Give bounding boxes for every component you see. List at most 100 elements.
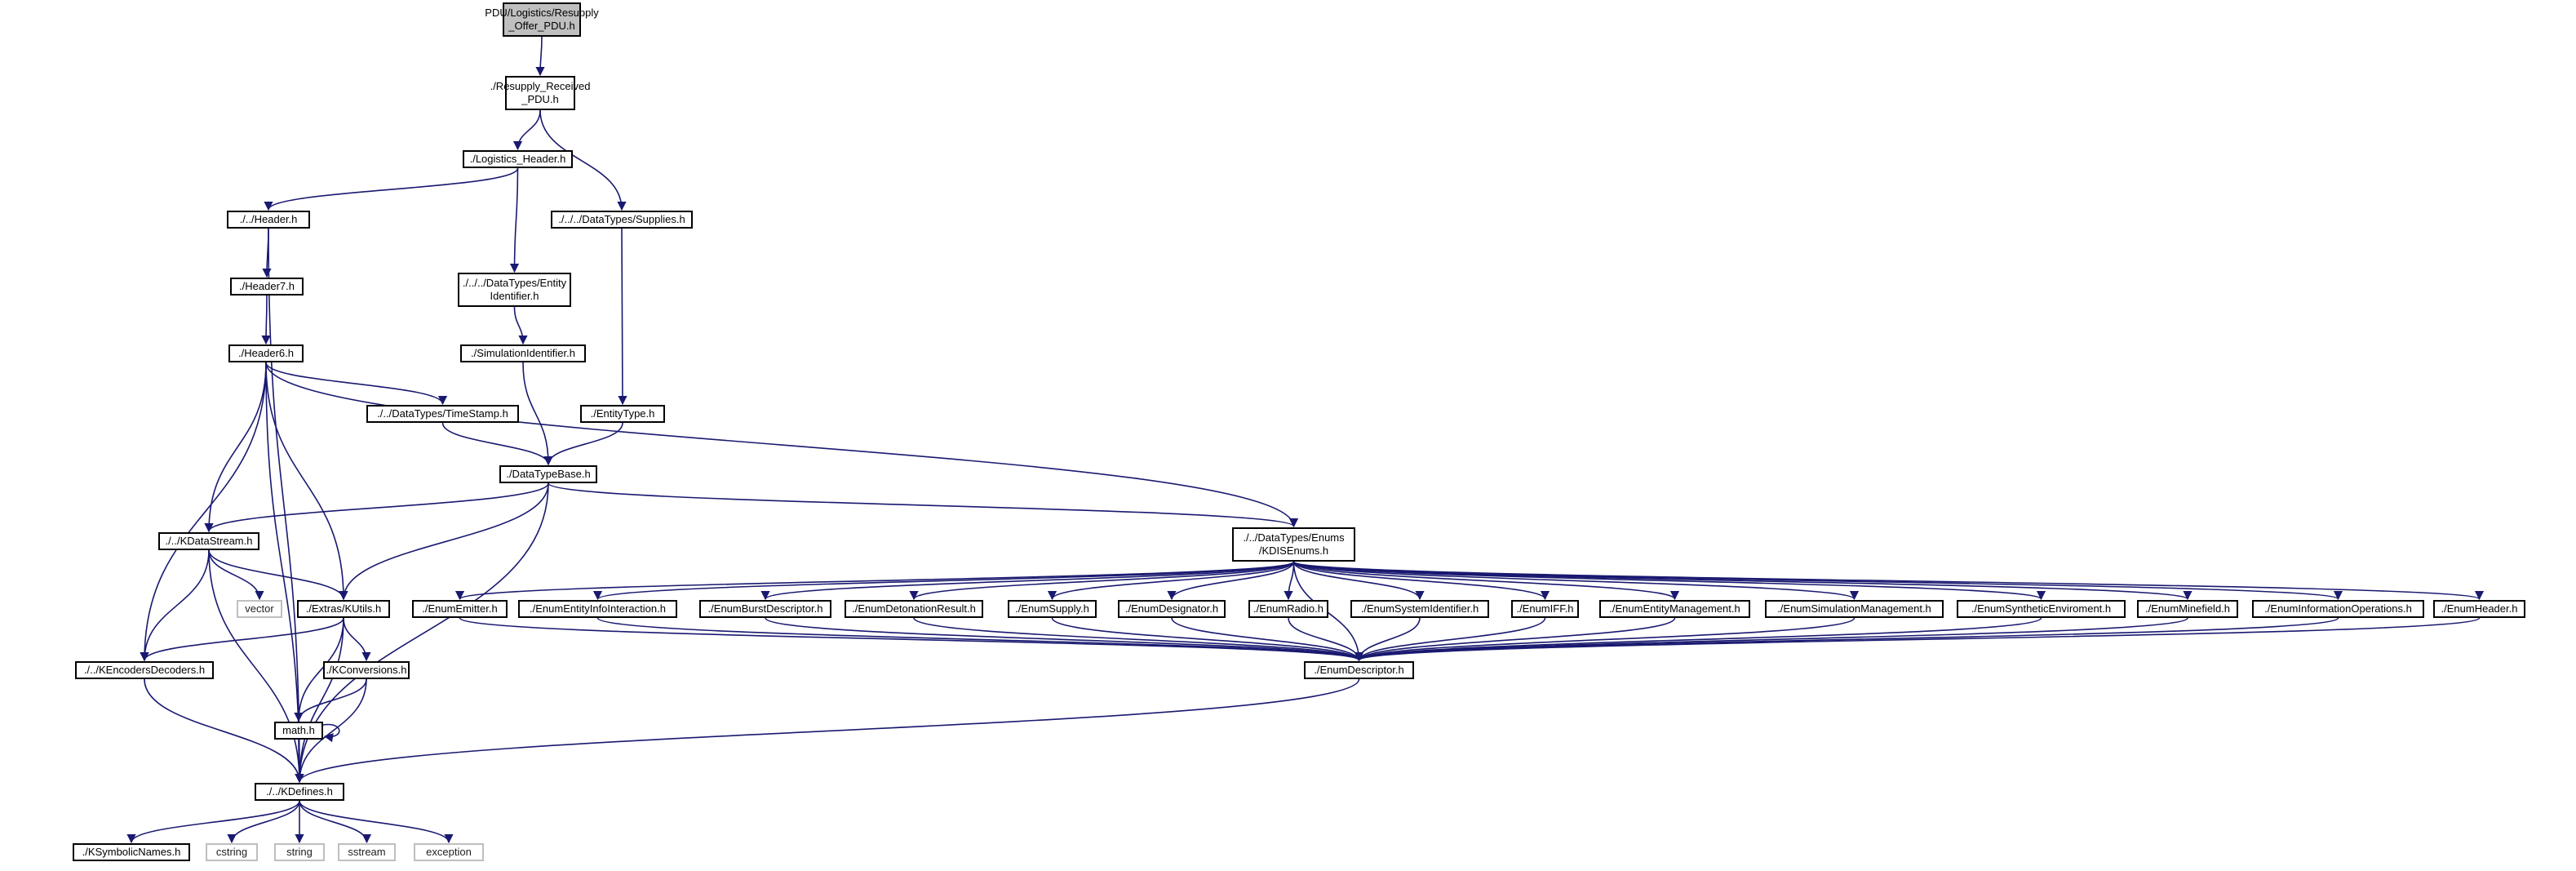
include-edge bbox=[760, 561, 1295, 601]
file-node[interactable]: math.h bbox=[274, 722, 323, 740]
file-node[interactable]: ./EnumSimulationManagement.h bbox=[1765, 600, 1944, 618]
include-edge bbox=[1355, 617, 2042, 662]
include-edge bbox=[596, 617, 1363, 662]
include-edge bbox=[1355, 617, 1676, 662]
file-node[interactable]: ./../../DataTypes/Entity Identifier.h bbox=[458, 273, 571, 307]
file-node[interactable]: ./EnumSyntheticEnviroment.h bbox=[1957, 600, 2126, 618]
include-edge bbox=[1292, 561, 1425, 601]
include-edge bbox=[618, 228, 627, 406]
file-node[interactable]: ./EnumHeader.h bbox=[2433, 600, 2525, 618]
include-edge bbox=[322, 723, 340, 743]
include-edge bbox=[913, 617, 1363, 662]
file-node[interactable]: ./Extras/KUtils.h bbox=[297, 600, 390, 618]
include-edge bbox=[268, 228, 304, 784]
include-edge bbox=[1048, 561, 1295, 601]
include-edge bbox=[539, 109, 627, 211]
file-node[interactable]: ./EnumEntityInfoInteraction.h bbox=[518, 600, 677, 618]
include-edge bbox=[261, 295, 271, 345]
file-node[interactable]: ./../KDefines.h bbox=[255, 783, 344, 801]
include-edge bbox=[299, 800, 454, 844]
include-edge bbox=[1355, 617, 1856, 662]
file-node[interactable]: ./DataTypeBase.h bbox=[499, 465, 597, 483]
include-edge bbox=[535, 36, 545, 77]
file-node[interactable]: ./../Header.h bbox=[227, 211, 310, 229]
include-edge bbox=[295, 482, 549, 784]
file-node[interactable]: ./EnumBurstDescriptor.h bbox=[699, 600, 831, 618]
file-node[interactable]: ./EnumSystemIdentifier.h bbox=[1350, 600, 1489, 618]
include-edge bbox=[294, 617, 344, 722]
include-edge bbox=[294, 678, 367, 722]
file-node[interactable]: ./EnumMinefield.h bbox=[2137, 600, 2238, 618]
system-header-node: vector bbox=[237, 600, 282, 618]
include-edge bbox=[140, 362, 267, 662]
file-node[interactable]: ./EnumDetonationResult.h bbox=[845, 600, 983, 618]
include-edge bbox=[343, 617, 371, 662]
include-edge bbox=[208, 549, 348, 601]
include-edge bbox=[295, 678, 1360, 784]
include-edge bbox=[1355, 617, 2481, 662]
include-edge bbox=[1167, 561, 1295, 601]
file-node[interactable]: ./KSymbolicNames.h bbox=[73, 843, 190, 861]
include-edge bbox=[1292, 561, 2192, 601]
file-node[interactable]: ./EnumRadio.h bbox=[1248, 600, 1328, 618]
file-node[interactable]: ./EnumEmitter.h bbox=[412, 600, 508, 618]
file-node[interactable]: ./../../DataTypes/Supplies.h bbox=[551, 211, 693, 229]
file-node[interactable]: ./Logistics_Header.h bbox=[463, 150, 573, 168]
file-node[interactable]: ./EntityType.h bbox=[580, 405, 665, 423]
include-edge bbox=[455, 561, 1295, 601]
include-edge bbox=[909, 561, 1295, 601]
file-node[interactable]: ./EnumSupply.h bbox=[1008, 600, 1097, 618]
include-edge bbox=[265, 362, 1298, 528]
include-edge bbox=[140, 617, 344, 662]
file-node[interactable]: ./EnumDesignator.h bbox=[1118, 600, 1226, 618]
include-edge bbox=[264, 167, 519, 211]
include-edge bbox=[1292, 561, 1550, 601]
include-edge bbox=[299, 800, 372, 844]
include-edge bbox=[339, 482, 549, 601]
include-edge bbox=[1292, 561, 2484, 601]
include-edge bbox=[144, 678, 304, 784]
file-node[interactable]: ./EnumInformationOperations.h bbox=[2252, 600, 2424, 618]
include-edge bbox=[459, 617, 1363, 662]
root-file-node[interactable]: PDU/Logistics/Resupply _Offer_PDU.h bbox=[485, 2, 599, 37]
include-edge bbox=[204, 362, 267, 533]
file-node[interactable]: ./../DataTypes/Enums /KDISEnums.h bbox=[1232, 527, 1355, 562]
include-edge bbox=[265, 362, 348, 601]
file-node[interactable]: ./Header7.h bbox=[230, 278, 304, 296]
include-edge bbox=[208, 549, 264, 601]
include-edge bbox=[548, 482, 1298, 528]
include-edge bbox=[265, 362, 304, 784]
file-node[interactable]: ./EnumIFF.h bbox=[1511, 600, 1579, 618]
file-node[interactable]: ./../KDataStream.h bbox=[158, 532, 259, 550]
include-edge bbox=[1355, 617, 2339, 662]
include-edge bbox=[126, 800, 300, 844]
file-node[interactable]: ./SimulationIdentifier.h bbox=[460, 344, 586, 362]
include-edge bbox=[441, 422, 553, 466]
include-edge bbox=[1292, 561, 2343, 601]
include-edge bbox=[509, 167, 520, 273]
file-node[interactable]: ./../KEncodersDecoders.h bbox=[75, 661, 214, 679]
file-node[interactable]: ./EnumDescriptor.h bbox=[1304, 661, 1414, 679]
include-edge bbox=[593, 561, 1295, 601]
system-header-node: exception bbox=[414, 843, 484, 861]
include-edge bbox=[1354, 617, 1546, 662]
include-edge bbox=[204, 482, 549, 533]
file-node[interactable]: ./EnumEntityManagement.h bbox=[1599, 600, 1750, 618]
include-edge bbox=[295, 617, 344, 784]
include-edge bbox=[512, 109, 541, 151]
system-header-node: sstream bbox=[338, 843, 396, 861]
include-edge bbox=[265, 362, 448, 406]
include-edge bbox=[208, 549, 304, 784]
file-node[interactable]: ./KConversions.h bbox=[323, 661, 410, 679]
include-edge bbox=[295, 678, 367, 784]
include-edge bbox=[1355, 617, 2188, 662]
file-node[interactable]: ./Header6.h bbox=[228, 344, 304, 362]
file-node[interactable]: ./../DataTypes/TimeStamp.h bbox=[366, 405, 519, 423]
include-edge bbox=[765, 617, 1363, 662]
system-header-node: cstring bbox=[206, 843, 258, 861]
file-node[interactable]: ./Resupply_Received _PDU.h bbox=[490, 76, 590, 110]
system-header-node: string bbox=[274, 843, 325, 861]
include-edge bbox=[1292, 561, 2046, 601]
